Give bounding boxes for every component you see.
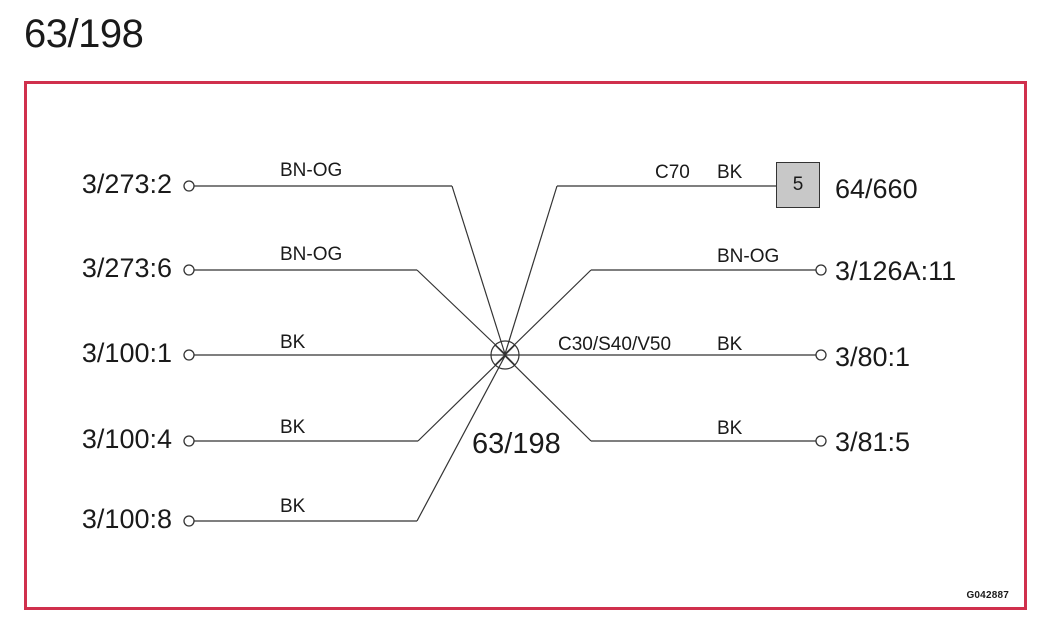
hub-label: 63/198 [472,428,561,460]
wire-left-2-diag [416,269,506,355]
wire-color-label: BK [280,417,306,438]
figure-code: G042887 [966,590,1009,601]
wire-color-label: BK [717,162,743,183]
terminal-dot-right-3 [815,349,827,361]
wire-left-5-diag [416,355,506,522]
wire-color-label: BK [280,332,306,353]
terminal-label: 3/80:1 [835,342,911,372]
terminal-dot-left-2 [183,264,195,276]
wire-left-1-diag [451,185,506,355]
terminal-label: 3/100:4 [81,424,172,454]
wire-color-label: BN-OG [280,244,343,265]
wire-right-4-diag [504,355,592,442]
terminal-dot-left-5 [183,515,195,527]
wire-prefix-label: C30/S40/V50 [558,334,672,355]
wire-right-2-diag [504,269,592,355]
terminal-dot-left-1 [183,180,195,192]
page-title: 63/198 [24,12,144,56]
diagram-frame [24,81,1027,610]
terminal-dot-right-4 [815,435,827,447]
wire-left-4-diag [417,355,506,442]
splice-hub-icon [490,340,520,370]
wire-color-label: BK [280,496,306,517]
terminal-label: 3/100:8 [81,504,172,534]
wire-right-1-diag [504,185,558,355]
terminal-label: 3/100:1 [81,338,172,368]
terminal-label: 3/273:6 [81,253,172,283]
connector-box: 5 [776,162,820,208]
terminal-dot-left-3 [183,349,195,361]
terminal-label: 3/81:5 [835,427,911,457]
terminal-label: 64/660 [835,174,918,204]
terminal-dot-left-4 [183,435,195,447]
terminal-label: 3/273:2 [81,169,172,199]
wire-color-label: BN-OG [717,246,780,267]
wire-prefix-label: C70 [655,162,690,183]
wire-color-label: BK [717,334,743,355]
wire-color-label: BN-OG [280,160,343,181]
terminal-dot-right-2 [815,264,827,276]
wire-color-label: BK [717,418,743,439]
terminal-label: 3/126A:11 [835,256,957,286]
